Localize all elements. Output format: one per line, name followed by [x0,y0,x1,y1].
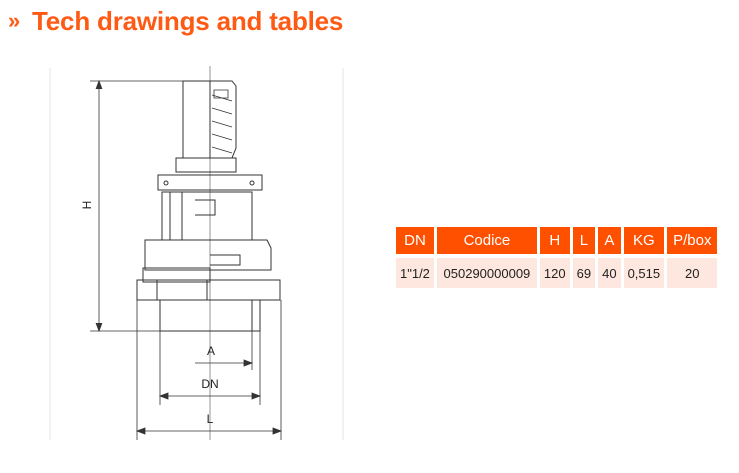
section-title-text: Tech drawings and tables [32,6,344,36]
double-chevron-icon: » [8,8,21,33]
cell-kg: 0,515 [623,258,665,288]
dim-label-dn: DN [201,377,218,391]
cell-pbox: 20 [667,258,718,288]
col-header-h: H [539,227,570,254]
cell-h: 120 [539,258,570,288]
dim-label-a: A [207,344,215,358]
valve-outline [136,80,281,332]
technical-drawing: H A DN L [49,66,344,440]
dim-label-l: L [207,412,214,426]
col-header-codice: Codice [436,227,537,254]
col-header-l: L [572,227,596,254]
col-header-dn: DN [396,227,434,254]
col-header-pbox: P/box [667,227,718,254]
cell-a: 40 [598,258,621,288]
section-title: » Tech drawings and tables [8,6,343,37]
col-header-a: A [598,227,621,254]
dimension-lines [90,79,283,440]
cell-codice: 050290000009 [436,258,537,288]
table-row: 1"1/2 050290000009 120 69 40 0,515 20 [396,258,718,288]
cell-l: 69 [572,258,596,288]
spec-table: DN Codice H L A KG P/box 1"1/2 050290000… [393,223,720,292]
table-header-row: DN Codice H L A KG P/box [396,227,718,254]
cell-dn: 1"1/2 [396,258,434,288]
dim-label-h: H [80,201,94,210]
col-header-kg: KG [623,227,665,254]
